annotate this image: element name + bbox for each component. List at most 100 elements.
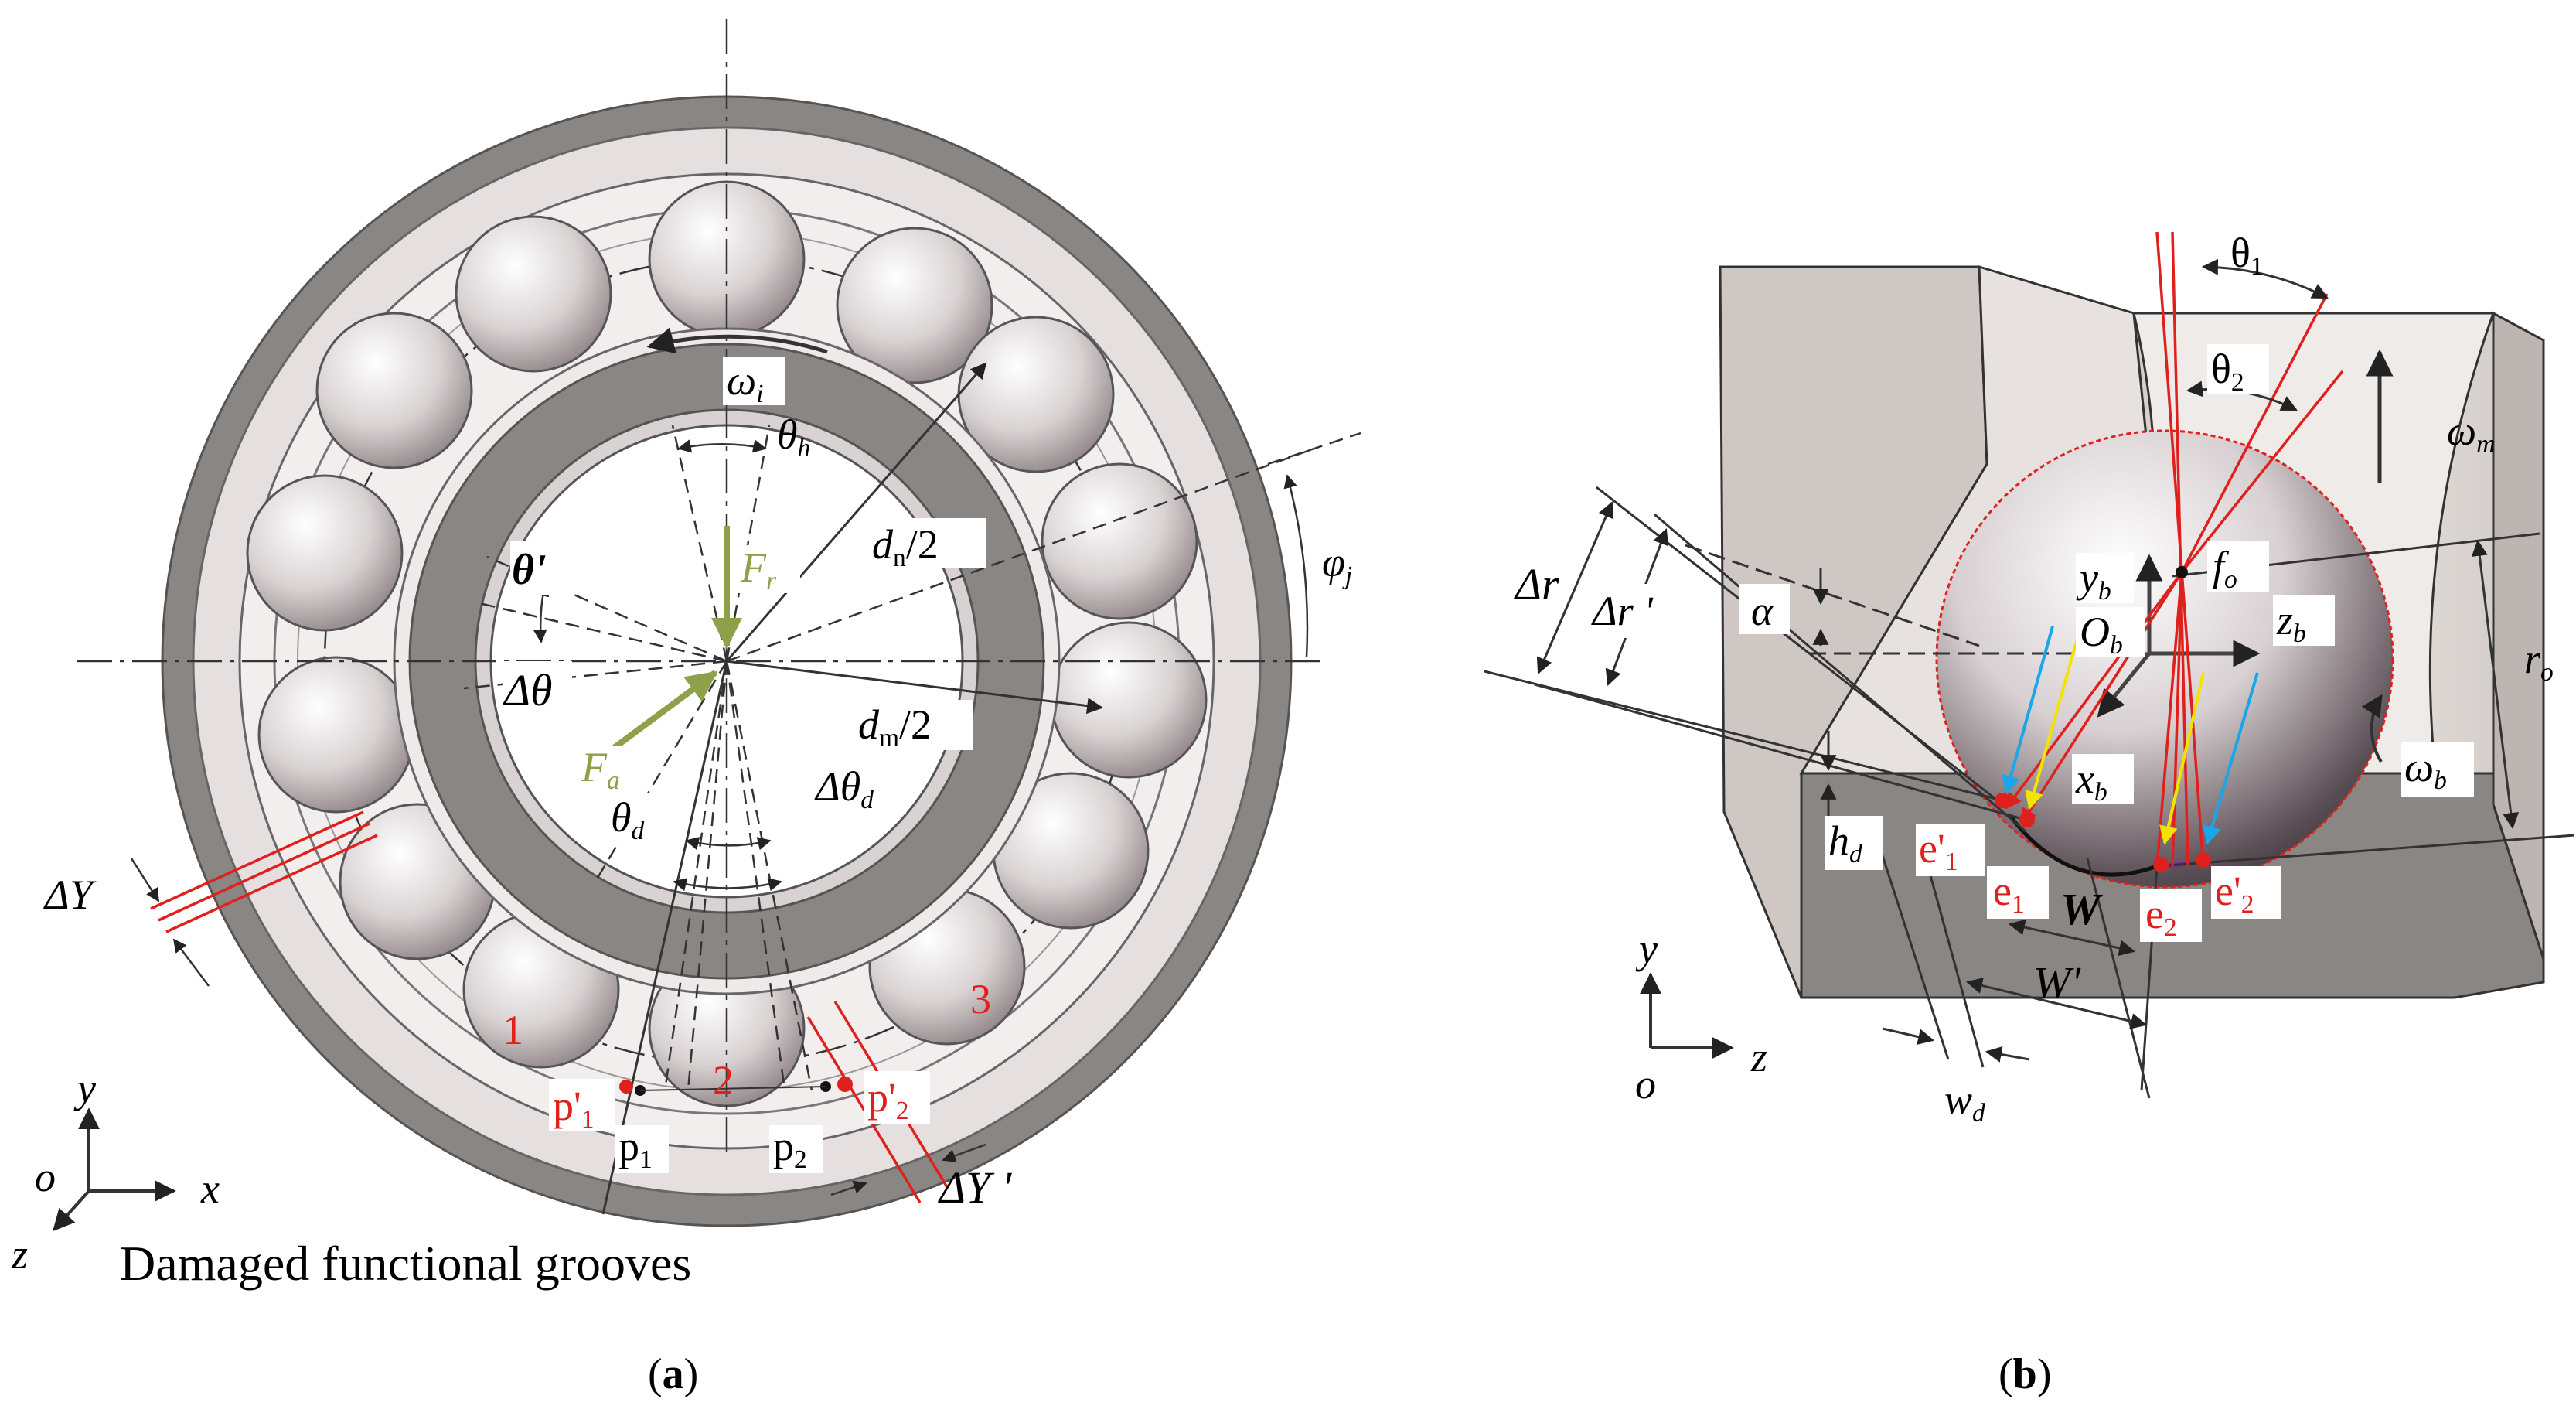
labels-a: ωi θh θ' Fr dn/2 dm/2 φj Δθ Fa θd Δθd ΔY… (11, 357, 1352, 1291)
w-prime-dim (1965, 978, 2148, 1029)
damage-lines-left (150, 810, 378, 933)
label-theta1: θ1 (2230, 230, 2264, 281)
theta1-arc (2201, 258, 2329, 299)
ball-set (246, 180, 1208, 1107)
ball (1041, 462, 1198, 620)
label-theta-h: θh (777, 411, 810, 462)
panel-a: ωi θh θ' Fr dn/2 dm/2 φj Δθ Fa θd Δθd ΔY… (11, 19, 1361, 1398)
label-dm: dm/2 (858, 701, 932, 752)
damage-groove (2009, 814, 2158, 877)
damage-caption: Damaged functional grooves (120, 1236, 691, 1291)
label-p2-prime: p'2 (867, 1074, 908, 1125)
delta-y-prime-arrow-2 (942, 1143, 986, 1162)
panel-b: θ1 θ2 ωm Δr Δr ' α yb fo Ob zb xb ro ωb … (1484, 230, 2575, 1398)
axis-z-label-b: z (1750, 1034, 1767, 1080)
label-omega-m: ωm (2447, 408, 2495, 459)
label-ob: Ob (2080, 609, 2123, 660)
label-omega-i: ωi (727, 357, 763, 408)
axis-y-label: y (73, 1065, 96, 1111)
caption-a: (a) (648, 1350, 698, 1398)
label-delta-y-prime: ΔY ' (938, 1162, 1013, 1213)
delta-y-arrow-1 (130, 858, 160, 902)
label-delta-y: ΔY (43, 872, 97, 918)
labels-b: θ1 θ2 ωm Δr Δr ' α yb fo Ob zb xb ro ωb … (1514, 230, 2554, 1128)
label-p2: p2 (773, 1123, 807, 1174)
ro-dim (2471, 539, 2520, 830)
label-w: W (2060, 884, 2103, 934)
ball (246, 474, 404, 632)
ball (257, 656, 415, 814)
label-theta2: θ2 (2211, 346, 2244, 397)
label-e1: e1 (1993, 868, 2025, 919)
omega-b-arc (2361, 694, 2383, 763)
cyan-arrow-right (2203, 672, 2259, 845)
w-dim (2008, 919, 2136, 957)
radial-dashed-lines (463, 425, 1315, 1091)
ball-b (1935, 429, 2394, 889)
theta-d-arc (673, 878, 782, 892)
red-lines (2005, 231, 2344, 867)
label-fr: Fr (740, 544, 777, 595)
xb-axis (2097, 652, 2151, 718)
label-delta-theta: Δθ (503, 665, 553, 715)
phi-j-arc (1283, 474, 1309, 658)
label-delta-theta-d: Δθd (814, 763, 874, 814)
cyan-arrow-left (2002, 626, 2054, 795)
label-phi-j: φj (1322, 539, 1352, 590)
label-ball-2: 2 (713, 1057, 734, 1104)
theta-d-inner-arc (685, 837, 772, 851)
delta-y-prime-arrow-1 (830, 1180, 867, 1196)
label-alpha: α (1751, 588, 1774, 634)
dm-radius-arrow (726, 660, 1104, 715)
ball (315, 312, 473, 469)
axis-triad-a (53, 1107, 176, 1232)
label-xb: xb (2075, 756, 2107, 807)
p1-p2-line (639, 1086, 826, 1091)
label-p1: p1 (618, 1123, 653, 1174)
axis-z-label: z (11, 1231, 28, 1278)
label-wd: wd (1944, 1077, 1985, 1128)
ball (836, 227, 993, 384)
point-p2-prime (837, 1077, 853, 1092)
wd-arrow-2 (1985, 1046, 2030, 1063)
pointer-line (601, 660, 728, 1215)
label-e2-prime: e'2 (2215, 868, 2254, 919)
label-e2: e2 (2145, 891, 2177, 942)
label-hd: hd (1828, 817, 1862, 868)
ball (1050, 621, 1208, 779)
theta-h-arc (677, 439, 767, 453)
axis-y-label-b: y (1635, 926, 1658, 972)
label-ro: ro (2524, 636, 2554, 687)
label-p1-prime: p'1 (553, 1083, 594, 1134)
label-dn: dn/2 (872, 521, 939, 572)
label-theta-d: θd (611, 794, 645, 845)
label-yb: yb (2076, 554, 2111, 606)
delta-y-arrow-2 (172, 938, 210, 987)
label-fa: Fa (581, 744, 620, 795)
axis-o-label: o (35, 1154, 56, 1200)
axis-o-label-b: o (1635, 1061, 1656, 1107)
label-ball-3: 3 (970, 976, 991, 1022)
label-delta-r-prime: Δr ' (1591, 588, 1654, 634)
label-ball-1: 1 (503, 1007, 523, 1053)
wd-arrow-1 (1882, 1027, 1935, 1045)
caption-b: (b) (1998, 1350, 2051, 1398)
omega-i-arrow (646, 327, 828, 354)
point-e2-prime (2196, 852, 2211, 868)
delta-r-dim (1536, 501, 1614, 674)
point-e2 (2153, 857, 2169, 872)
label-omega-b: ωb (2404, 744, 2447, 795)
phi-j-ext (1267, 432, 1361, 466)
point-e1 (2019, 812, 2035, 827)
label-theta-prime: θ' (512, 546, 547, 594)
label-delta-r: Δr (1514, 559, 1559, 609)
ball (455, 215, 612, 373)
label-e1-prime: e'1 (1919, 825, 1958, 876)
dn-radius-arrow (725, 362, 987, 662)
fo-point (2176, 566, 2188, 578)
label-zb: zb (2276, 597, 2306, 648)
point-p1-prime (619, 1080, 633, 1094)
label-w-prime: W' (2033, 957, 2081, 1008)
point-e1-prime (1995, 793, 2010, 808)
